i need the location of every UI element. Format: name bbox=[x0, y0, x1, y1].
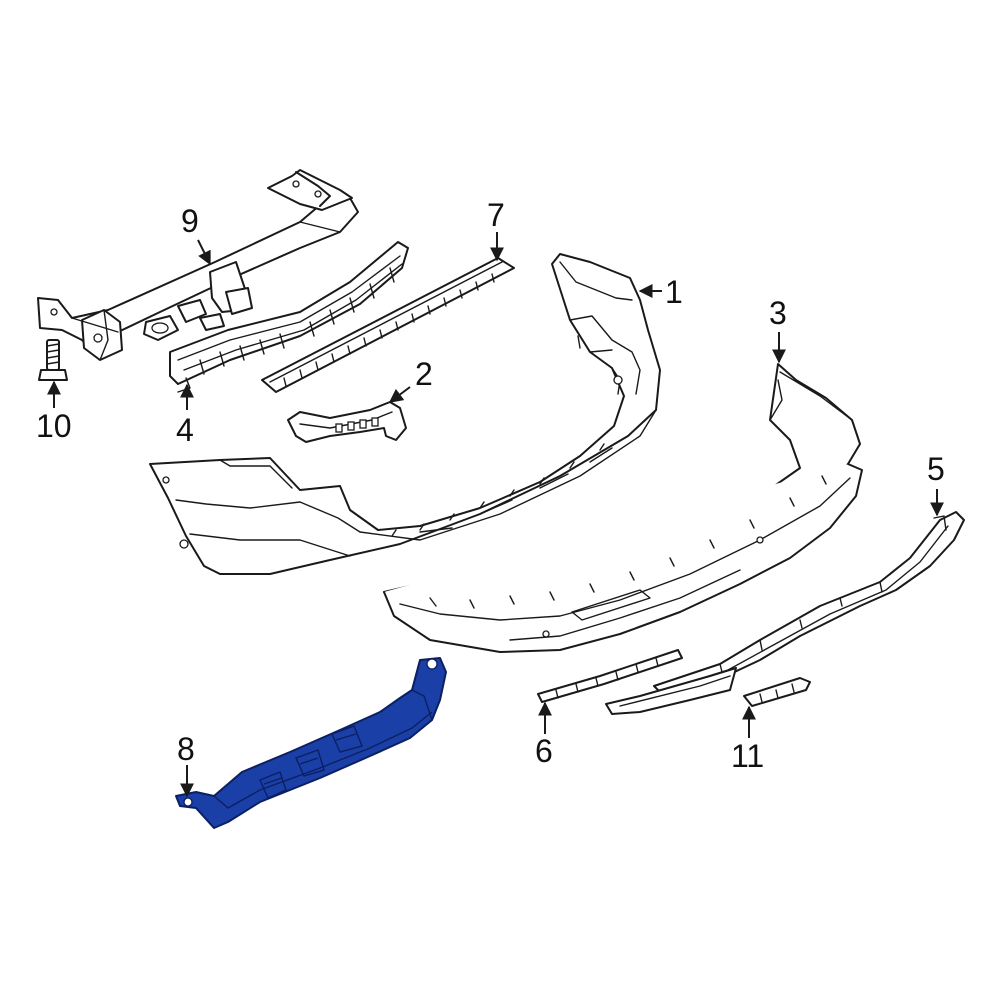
leader-2 bbox=[388, 386, 411, 403]
callout-4: 4 bbox=[176, 412, 194, 448]
callout-7: 7 bbox=[487, 197, 505, 233]
leader-9 bbox=[197, 239, 211, 266]
trailer-hitch-part-9[interactable] bbox=[37, 169, 359, 361]
callout-2: 2 bbox=[415, 356, 433, 392]
callout-labels: 1 2 3 4 5 6 7 8 9 10 11 bbox=[36, 197, 945, 774]
callout-10: 10 bbox=[36, 408, 72, 444]
bumper-cover-part-1[interactable] bbox=[149, 253, 661, 575]
scuff-plate-part-7[interactable] bbox=[261, 257, 515, 393]
callout-3: 3 bbox=[769, 295, 787, 331]
callout-5: 5 bbox=[927, 451, 945, 487]
callout-1: 1 bbox=[665, 274, 683, 310]
callout-8: 8 bbox=[177, 731, 195, 767]
leader-lines bbox=[47, 232, 944, 798]
splash-shield-part-8-highlighted[interactable] bbox=[175, 657, 447, 829]
callout-9: 9 bbox=[181, 203, 199, 239]
callout-6: 6 bbox=[535, 733, 553, 769]
callout-11: 11 bbox=[731, 738, 764, 774]
small-trim-part-11[interactable] bbox=[743, 677, 811, 707]
bolt-part-10[interactable] bbox=[38, 339, 68, 381]
reinforcement-part-4[interactable] bbox=[169, 241, 409, 393]
bracket-part-2[interactable] bbox=[287, 401, 407, 443]
reflector-lens-strip[interactable] bbox=[605, 667, 737, 715]
lower-valance-part-3[interactable] bbox=[383, 363, 863, 653]
